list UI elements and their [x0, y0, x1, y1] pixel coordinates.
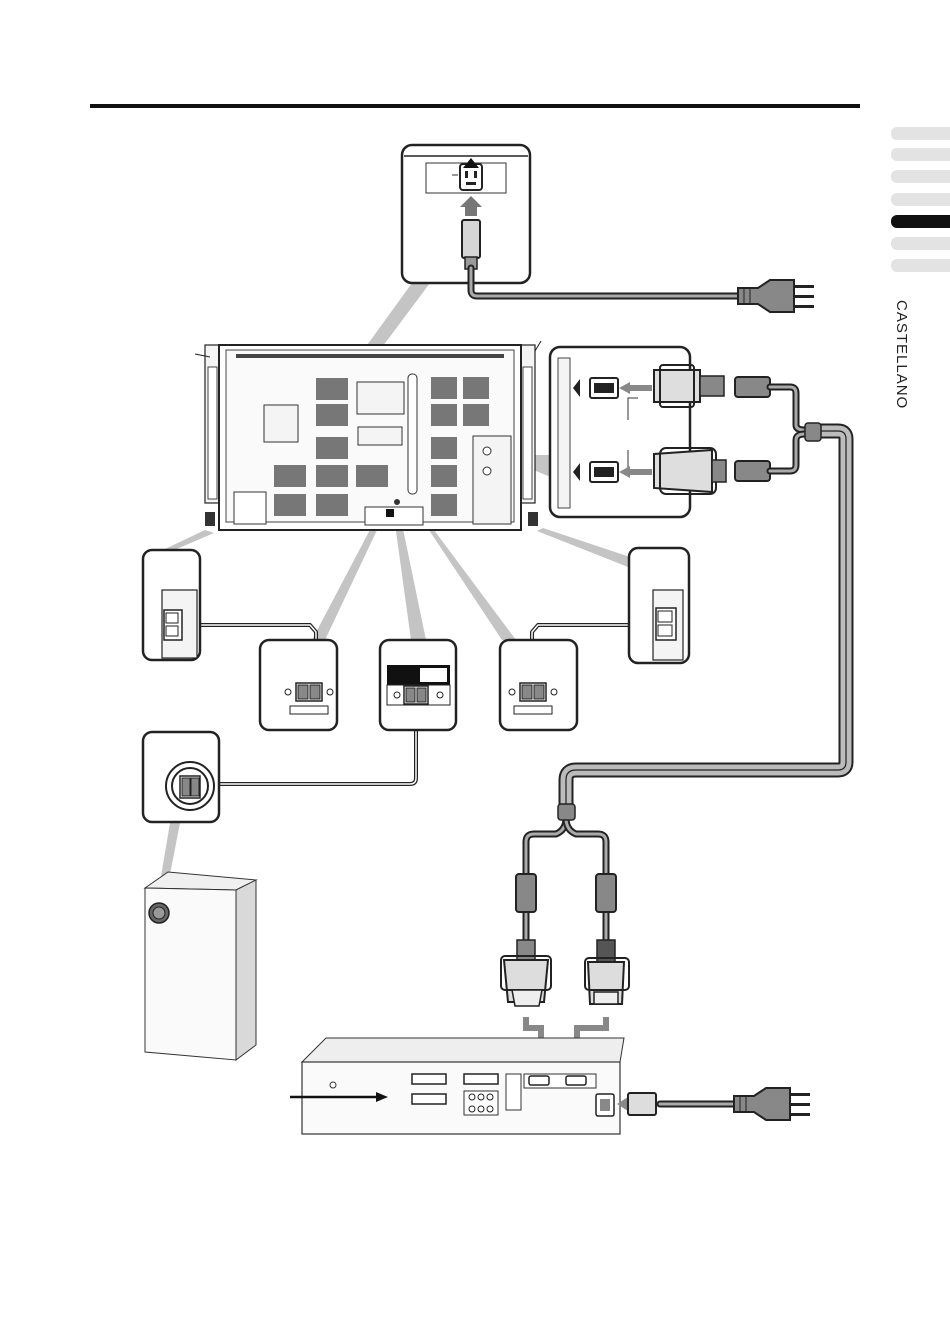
side-tab-7	[891, 259, 950, 272]
subwoofer-terminal-callout	[380, 640, 456, 730]
media-receiver	[302, 1038, 656, 1134]
left-speaker-bracket-callout	[143, 550, 200, 660]
side-tab-4	[891, 193, 950, 206]
side-tab-active	[891, 215, 950, 228]
dvi-plug	[501, 940, 551, 1006]
speaker-terminal-callout-right	[500, 640, 577, 730]
callout-wedge-left-bracket	[163, 530, 214, 551]
subwoofer-input-callout	[143, 732, 219, 822]
callout-wedge-sub-term	[395, 524, 426, 640]
ac-plug-bottom	[734, 1088, 810, 1120]
callout-wedge-spk-r	[425, 524, 516, 640]
side-tab-2	[891, 148, 950, 161]
subwoofer	[145, 872, 256, 1060]
power-inlet-callout	[402, 145, 530, 283]
side-tab-3	[891, 170, 950, 183]
display-panel	[195, 341, 541, 530]
rgb-dvi-callout	[550, 347, 770, 517]
language-label: CASTELLANO	[890, 300, 910, 420]
right-speaker-bracket-callout	[629, 548, 689, 663]
callout-wedge-spk-l	[312, 524, 378, 640]
callout-wedge-right-bracket	[537, 528, 633, 567]
ac-plug-top	[738, 280, 814, 312]
side-tab-6	[891, 237, 950, 250]
speaker-terminal-callout-left	[260, 640, 337, 730]
side-tab-1	[891, 127, 950, 140]
vga-plug	[585, 940, 629, 1004]
top-rule	[90, 104, 860, 108]
